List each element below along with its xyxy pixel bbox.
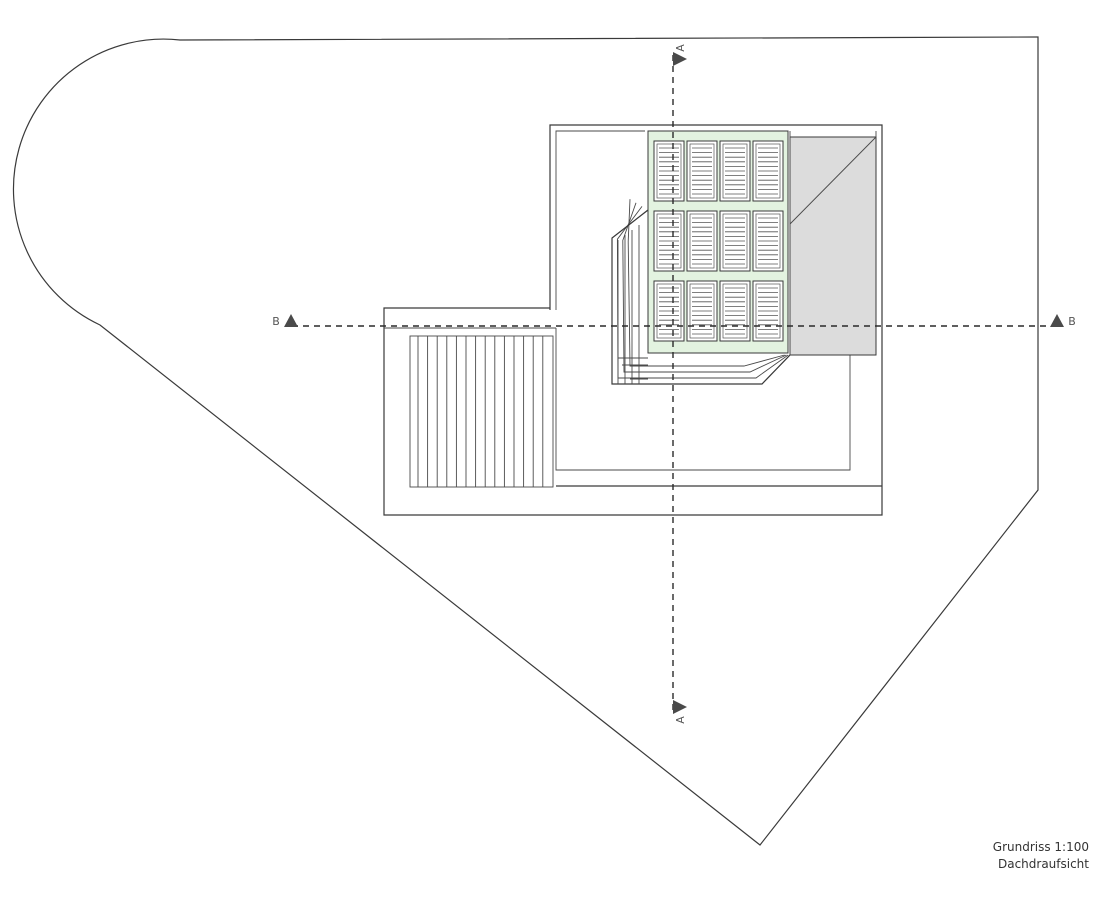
section-line-a: A A bbox=[672, 44, 687, 724]
staircase bbox=[409, 335, 554, 488]
solar-panel bbox=[653, 140, 685, 202]
section-a-label-top: A bbox=[674, 44, 687, 52]
solar-panel bbox=[686, 280, 718, 342]
caption-title: Grundriss 1:100 bbox=[992, 840, 1089, 854]
solar-panel bbox=[752, 210, 784, 272]
terrace-steps bbox=[611, 199, 791, 385]
section-b-arrow-left bbox=[284, 314, 298, 327]
terrace-edge bbox=[627, 199, 785, 367]
solar-panel bbox=[719, 210, 751, 272]
solar-panel bbox=[686, 210, 718, 272]
section-a-arrow-top bbox=[673, 52, 687, 66]
solar-panel bbox=[686, 140, 718, 202]
caption-subtitle: Dachdraufsicht bbox=[997, 857, 1089, 871]
section-a-arrow-bottom bbox=[673, 700, 687, 714]
section-line-b: B B bbox=[272, 314, 1076, 328]
terrace-edge bbox=[622, 202, 787, 373]
solar-panel-field bbox=[647, 130, 789, 354]
section-b-label-right: B bbox=[1068, 315, 1076, 328]
solar-panel bbox=[653, 280, 685, 342]
section-b-arrow-right bbox=[1050, 314, 1064, 327]
site-boundary bbox=[12, 36, 1039, 846]
section-a-label-bottom: A bbox=[674, 716, 687, 724]
solar-panel bbox=[653, 210, 685, 272]
section-b-label-left: B bbox=[272, 315, 280, 328]
solar-panel bbox=[719, 140, 751, 202]
solar-panel bbox=[719, 280, 751, 342]
drawing-caption: Grundriss 1:100 Dachdraufsicht bbox=[993, 839, 1089, 873]
solar-panel bbox=[752, 280, 784, 342]
shaded-roof-area bbox=[789, 131, 877, 356]
terrace-outline bbox=[611, 209, 791, 385]
solar-panel bbox=[752, 140, 784, 202]
